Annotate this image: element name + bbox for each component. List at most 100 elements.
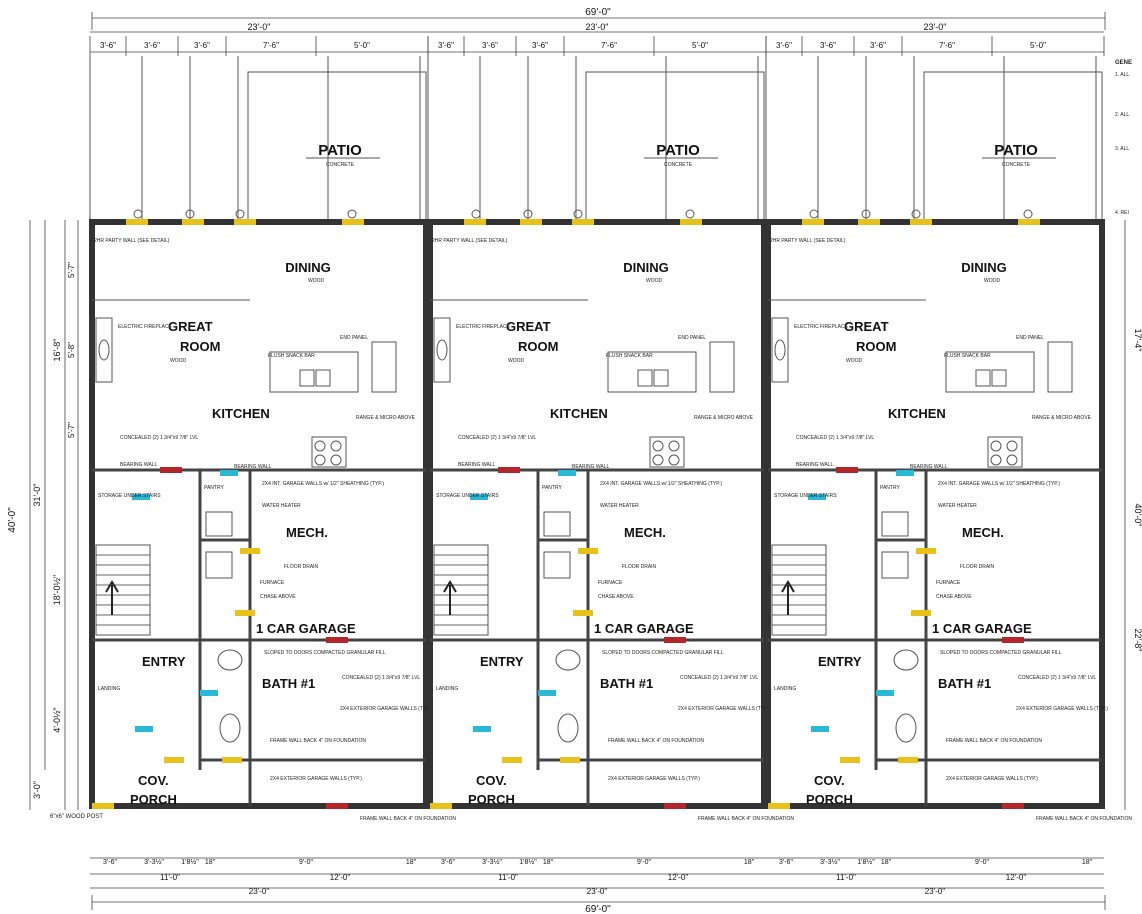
unit-top-width-label: 23'-0" [248,22,271,32]
unit-bottom-seg-label: 3'-3½" [482,858,502,866]
range [987,436,1023,468]
burner-icon [1006,440,1018,452]
dining-floor-label: WOOD [308,278,324,284]
dining-label: DINING [285,260,331,275]
door-tag [573,610,593,616]
furnace-unit [205,551,233,579]
left-c-label: 4'-0½" [52,707,62,732]
concealed-note-2: CONCEALED (2) 1 3/4"x9 7/8" LVL [458,435,536,441]
left-d3-label: 5'-7" [67,422,76,438]
door-tag [578,548,598,554]
water-heater [881,511,909,537]
snack-bar-counter [945,351,1035,393]
fireplace-note: ELECTRIC FIREPLACE [794,324,849,330]
frame-wall-note-2: FRAME WALL BACK 4" ON FOUNDATION [698,816,794,822]
unit-bottom-seg-1: 11'-0" [498,873,518,882]
porch-label-2: PORCH [468,792,515,807]
concealed-note: CONCEALED (2) 1 3/4"x9 7/8" LVL [680,675,758,681]
door-tag [802,219,824,225]
party-wall-note: 2HR PARTY WALL (SEE DETAIL) [770,238,846,244]
general-notes-header: GENE [1115,60,1132,66]
unit-top-segment-label: 7'-6" [263,41,279,50]
unit-top-width-label: 23'-0" [924,22,947,32]
toilet-icon [557,713,579,743]
beam-tag [326,803,348,809]
unit-top-segment-label: 5'-0" [692,41,708,50]
burner-icon [668,440,680,452]
unit-bottom-seg-label: 3'-3½" [820,858,840,866]
unit-top-segment-label: 3'-6" [532,41,548,50]
door-tag-cyan [896,470,914,476]
unit-top-segment-label: 3'-6" [482,41,498,50]
burner-icon [652,440,664,452]
unit-bottom-width-label: 23'-0" [587,887,608,896]
burner-icon [990,454,1002,466]
door-tag-cyan [808,494,826,500]
post-note-label: 6"x6" WOOD POST [50,814,103,820]
burner-icon [314,454,326,466]
garage-walls-note: 2X4 INT. GARAGE WALLS w/ 1/2" SHEATHING … [262,481,384,487]
door-tag [898,757,918,763]
beam-tag [160,467,182,473]
door-tag [1018,219,1040,225]
dining-floor-label: WOOD [984,278,1000,284]
unit-3: 23'-0"3'-6"3'-6"3'-6"7'-6"5'-0"PATIOCONC… [765,22,1132,896]
garage-walls-note: 2X4 INT. GARAGE WALLS w/ 1/2" SHEATHING … [600,481,722,487]
sloped-note: SLOPED TO DOORS COMPACTED GRANULAR FILL [940,650,1062,656]
grid-marker [573,209,583,219]
exterior-walls-note: 2X4 EXTERIOR GARAGE WALLS (TYP.) [340,706,432,712]
water-heater-note: WATER HEATER [262,503,301,509]
beam-tag [498,467,520,473]
unit-bottom-seg-1: 11'-0" [836,873,856,882]
unit-bottom-seg-label: 3'-3½" [144,858,164,866]
unit-top-segment-label: 3'-6" [194,41,210,50]
exterior-walls-note: 2X4 EXTERIOR GARAGE WALLS (TYP.) [1016,706,1108,712]
sink-icon [299,369,315,387]
grid-marker [1023,209,1033,219]
door-tag [126,219,148,225]
right-upper-label: 17'-4" [1133,329,1142,352]
garage-label: 1 CAR GARAGE [594,621,694,636]
unit-2: 23'-0"3'-6"3'-6"3'-6"7'-6"5'-0"PATIOCONC… [427,22,794,896]
unit-bottom-seg-2: 12'-0" [1006,873,1027,882]
garage-label: 1 CAR GARAGE [256,621,356,636]
general-note-3: 3. ALL [1115,146,1129,152]
unit-bottom-seg-label: 3'-6" [779,859,793,866]
snack-bar-note: FLUSH SNACK BAR [606,353,653,359]
patio-sub-label: CONCRETE [664,162,693,168]
range-note: RANGE & MICRO ABOVE [1032,415,1092,421]
stair-arrow-icon [105,580,119,615]
door-tag-cyan [811,726,829,732]
general-note-4: 4. REI [1115,210,1129,216]
right-overall-label: 40'-0" [1133,504,1142,527]
left-d2-label: 5'-8" [67,342,76,358]
door-tag-cyan [200,690,218,696]
party-wall-note: 2HR PARTY WALL (SEE DETAIL) [94,238,170,244]
range-note: RANGE & MICRO ABOVE [356,415,416,421]
door-tag [342,219,364,225]
left-sub-label: 31'-0" [32,484,42,507]
stair-arrow-icon [443,580,457,615]
unit-top-segment-label: 7'-6" [601,41,617,50]
stair-arrow-icon [781,580,795,615]
floor-drain-note: FLOOR DRAIN [284,564,319,570]
door-tag-cyan [132,494,150,500]
patio-sub-label: CONCRETE [326,162,355,168]
door-tag [164,757,184,763]
general-note-2: 2. ALL [1115,112,1129,118]
fireplace [95,317,113,383]
range [311,436,347,468]
kitchen-label: KITCHEN [212,406,270,421]
frame-wall-note-2: FRAME WALL BACK 4" ON FOUNDATION [1036,816,1132,822]
stair-outline [433,544,489,636]
unit-top-segment-label: 3'-6" [870,41,886,50]
door-tag [222,757,242,763]
door-tag [235,610,255,616]
unit-bottom-seg-label: 18" [881,859,892,866]
landing-note: LANDING [98,686,120,692]
porch-label-1: COV. [814,773,845,788]
post-note: 6"x6" WOOD POST [50,814,103,820]
sloped-note: SLOPED TO DOORS COMPACTED GRANULAR FILL [602,650,724,656]
unit-bottom-seg-label: 3'-6" [441,859,455,866]
bearing-wall-note-2: BEARING WALL [234,464,272,470]
